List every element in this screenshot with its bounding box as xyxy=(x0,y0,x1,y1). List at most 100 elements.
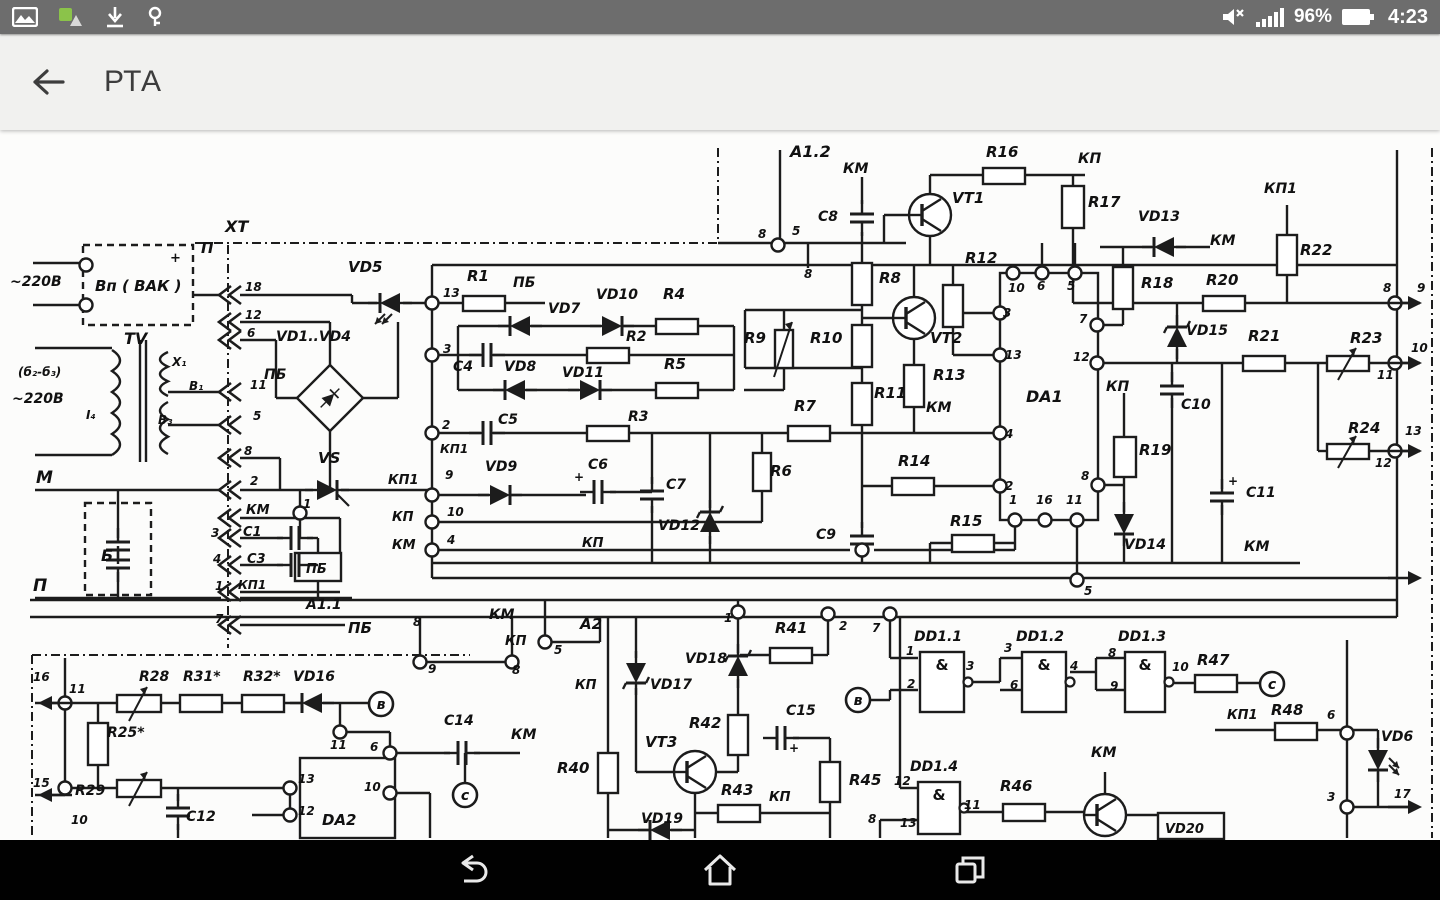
svg-text:R45: R45 xyxy=(849,771,881,789)
svg-text:3: 3 xyxy=(966,659,974,673)
svg-text:8: 8 xyxy=(1108,646,1116,660)
svg-text:~220В: ~220В xyxy=(10,274,62,290)
svg-text:5: 5 xyxy=(1067,279,1075,293)
svg-text:КП: КП xyxy=(1078,151,1101,167)
svg-text:КМ: КМ xyxy=(246,503,270,518)
svg-text:8: 8 xyxy=(1383,281,1391,295)
svg-text:R6: R6 xyxy=(770,462,792,480)
svg-text:C12: C12 xyxy=(186,809,216,825)
svg-text:ПБ: ПБ xyxy=(306,562,327,577)
arrow-left-icon xyxy=(33,69,65,95)
svg-text:VD6: VD6 xyxy=(1381,729,1413,745)
svg-text:R7: R7 xyxy=(794,397,817,415)
svg-text:3: 3 xyxy=(443,342,451,356)
svg-text:VD11: VD11 xyxy=(562,365,604,381)
svg-text:VD5: VD5 xyxy=(348,258,383,276)
svg-text:15: 15 xyxy=(33,776,50,790)
svg-text:R25*: R25* xyxy=(107,725,145,741)
svg-text:VT1: VT1 xyxy=(952,189,984,207)
svg-text:13: 13 xyxy=(443,286,460,300)
svg-text:VD14: VD14 xyxy=(1124,537,1166,553)
svg-text:Х₁: Х₁ xyxy=(171,355,187,369)
svg-text:R47: R47 xyxy=(1197,651,1230,669)
svg-text:в: в xyxy=(854,693,863,709)
svg-text:DD1.3: DD1.3 xyxy=(1118,629,1166,645)
svg-text:13: 13 xyxy=(1405,424,1422,438)
svg-text:2: 2 xyxy=(1005,479,1013,493)
svg-text:11: 11 xyxy=(330,738,347,752)
back-button[interactable] xyxy=(26,60,70,104)
svg-text:+: + xyxy=(789,741,799,755)
download-icon xyxy=(107,7,123,28)
svg-text:13: 13 xyxy=(1005,348,1022,362)
nav-recents-button[interactable] xyxy=(935,846,1005,894)
svg-text:КМ: КМ xyxy=(1244,539,1269,555)
svg-text:DD1.2: DD1.2 xyxy=(1016,629,1064,645)
svg-text:R31*: R31* xyxy=(183,669,221,685)
svg-text:VD16: VD16 xyxy=(293,669,335,685)
svg-text:R12: R12 xyxy=(965,249,997,267)
svg-text:VD20: VD20 xyxy=(1165,822,1204,837)
svg-text:R48: R48 xyxy=(1271,701,1303,719)
svg-text:4: 4 xyxy=(1004,427,1013,441)
svg-text:в: в xyxy=(377,697,386,713)
svg-text:C9: C9 xyxy=(816,527,836,543)
svg-text:КП: КП xyxy=(575,678,597,693)
svg-text:R17: R17 xyxy=(1088,193,1121,211)
svg-text:ХТ: ХТ xyxy=(224,217,249,236)
status-left-icons xyxy=(12,6,164,28)
svg-text:8: 8 xyxy=(868,812,876,826)
svg-text:VD7: VD7 xyxy=(548,301,580,317)
svg-text:8: 8 xyxy=(804,267,812,281)
svg-text:4: 4 xyxy=(1069,659,1078,673)
svg-text:1: 1 xyxy=(1009,493,1017,507)
nav-home-button[interactable] xyxy=(685,846,755,894)
svg-text:R24: R24 xyxy=(1348,419,1380,437)
svg-text:8: 8 xyxy=(512,663,520,677)
svg-text:R28: R28 xyxy=(139,669,170,685)
svg-text:8: 8 xyxy=(1081,469,1089,483)
svg-text:&: & xyxy=(932,786,945,804)
svg-text:6: 6 xyxy=(1327,708,1335,722)
svg-text:R20: R20 xyxy=(1206,271,1238,289)
svg-text:VT3: VT3 xyxy=(645,733,677,751)
svg-text:4: 4 xyxy=(212,552,221,566)
svg-text:R22: R22 xyxy=(1300,241,1332,259)
svg-text:2: 2 xyxy=(442,418,450,432)
svg-text:7: 7 xyxy=(872,621,881,635)
svg-text:КП: КП xyxy=(582,536,604,551)
svg-text:КМ: КМ xyxy=(489,607,514,623)
svg-text:(б₂-б₃): (б₂-б₃) xyxy=(18,365,61,379)
svg-text:VD15: VD15 xyxy=(1186,323,1228,339)
sound-off-icon xyxy=(1222,9,1244,25)
svg-text:R9: R9 xyxy=(744,329,766,347)
app-bar: РТА xyxy=(0,34,1440,130)
svg-text:R43: R43 xyxy=(721,781,753,799)
svg-text:R3: R3 xyxy=(628,409,649,425)
nav-home-icon xyxy=(703,854,737,886)
svg-text:R5: R5 xyxy=(664,355,686,373)
svg-text:4: 4 xyxy=(446,533,455,547)
svg-text:&: & xyxy=(935,656,948,674)
svg-text:R16: R16 xyxy=(986,143,1018,161)
svg-text:7: 7 xyxy=(215,612,224,626)
svg-text:6: 6 xyxy=(1037,279,1045,293)
svg-text:10: 10 xyxy=(364,780,381,794)
svg-text:2: 2 xyxy=(839,619,847,633)
svg-text:КП1: КП1 xyxy=(440,442,468,456)
svg-text:DA1: DA1 xyxy=(1026,387,1063,406)
svg-text:2: 2 xyxy=(250,474,258,488)
svg-text:КМ: КМ xyxy=(843,161,868,177)
svg-text:КМ: КМ xyxy=(1091,745,1116,761)
nav-back-button[interactable] xyxy=(435,846,505,894)
svg-text:П: П xyxy=(201,239,214,257)
svg-text:R42: R42 xyxy=(689,714,721,732)
svg-text:R46: R46 xyxy=(1000,777,1032,795)
svg-text:12: 12 xyxy=(894,774,911,788)
svg-text:VD19: VD19 xyxy=(641,811,683,827)
svg-text:10: 10 xyxy=(1411,341,1428,355)
svg-text:12: 12 xyxy=(1375,456,1392,470)
svg-text:C15: C15 xyxy=(786,703,816,719)
